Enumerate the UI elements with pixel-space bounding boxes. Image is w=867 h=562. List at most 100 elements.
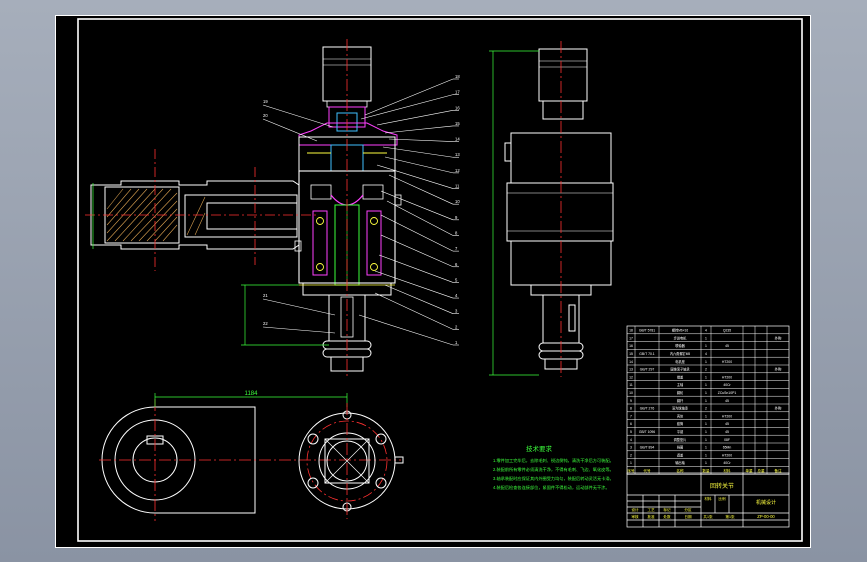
outer-frame	[55, 15, 811, 548]
part-callout: 12	[455, 168, 460, 173]
bom-header-cell: 代号	[643, 468, 651, 473]
inner-frame	[77, 18, 803, 542]
callout-leader	[360, 94, 454, 120]
bom-cell: 1	[705, 453, 707, 457]
bom-cell: 1	[705, 344, 707, 348]
bom-cell: HT200	[722, 360, 732, 364]
bom-cell: 6	[630, 422, 632, 426]
bom-cell: 圆锥滚子轴承	[670, 367, 690, 372]
bom-cell: 端盖	[677, 374, 684, 379]
callout-leader	[262, 104, 334, 128]
bom-cell: GB/T 276	[640, 407, 655, 411]
title-label-mark: 标记	[663, 507, 671, 512]
notes-line-4: 4.装配后检查各连接部位，紧固件不得松动，运动部件无干涉。	[493, 484, 610, 491]
bom-cell: 螺栓M6×16	[672, 328, 688, 333]
bom-cell: 1	[705, 414, 707, 418]
part-callout: 21	[263, 293, 268, 298]
bom-cell: 18	[629, 329, 633, 333]
part-callout: 11	[455, 184, 460, 189]
bom-cell: 1	[705, 430, 707, 434]
bom-cell: 3	[630, 446, 632, 450]
bom-header-cell: 数量	[702, 468, 710, 473]
bom-cell: 10	[629, 391, 633, 395]
bom-cell: 挡圈	[677, 445, 683, 450]
bottom-view	[298, 410, 404, 512]
bom-cell: 40Cr	[723, 383, 731, 387]
bom-cell: 13	[629, 368, 633, 372]
callout-leader	[384, 156, 454, 174]
part-callout: 2	[455, 324, 458, 329]
part-callout: 19	[263, 99, 268, 104]
bom-cell: 08F	[724, 438, 730, 442]
callout-leader	[378, 254, 454, 283]
bom-cell: 平键	[677, 429, 684, 434]
bom-cell: 主轴	[677, 382, 683, 387]
callout-leader	[262, 118, 318, 142]
bom-cell: ZCuSn10P1	[718, 391, 737, 395]
plan-dimension-value: 1184	[245, 391, 259, 397]
title-sheet-count: 共1张	[703, 514, 713, 519]
title-label-count: 处数	[663, 514, 671, 519]
bom-cell: 深沟球轴承	[672, 406, 689, 411]
callout-leader	[384, 284, 454, 314]
bom-cell: 4	[705, 329, 707, 333]
callout-leader	[380, 234, 454, 268]
callout-leader	[376, 109, 454, 126]
bom-cell: Q235	[723, 329, 731, 333]
bom-cell: 联轴器	[675, 343, 685, 348]
notes-title: 技术要求	[526, 444, 553, 453]
bom-cell: 17	[629, 336, 633, 340]
callout-leader	[376, 164, 454, 189]
bom-cell: 9	[630, 399, 632, 403]
bom-cell: 40Cr	[723, 461, 731, 465]
bom-cell: 电机座	[675, 359, 685, 364]
bom-cell: GB/T 297	[640, 368, 655, 372]
bom-cell: 2	[630, 453, 632, 457]
bom-frame	[626, 325, 790, 475]
callout-leader	[382, 146, 454, 158]
title-company: 机械设计	[756, 499, 776, 506]
part-callout: 7	[455, 246, 458, 251]
bom-cell: 外购	[775, 367, 782, 372]
bom-cell: 2	[705, 368, 707, 372]
bom-cell: GB/T 894	[640, 446, 655, 450]
bom-cell: 45	[725, 399, 729, 403]
notes-line-1: 1.零件加工完毕后，去除毛刺、锐边倒钝，清洗干净后方可装配。	[493, 457, 614, 464]
bom-cell: 12	[629, 375, 633, 379]
title-material-label: 材料	[704, 496, 712, 501]
part-callout: 15	[455, 121, 460, 126]
bom-cell: 1	[705, 375, 707, 379]
bom-header-cell: 序号	[627, 468, 635, 473]
title-label-date: 日期	[684, 514, 692, 519]
bom-cell: 1	[705, 438, 707, 442]
bom-header-cell: 名称	[676, 468, 684, 473]
callout-leader	[388, 174, 454, 205]
callout-leader	[380, 190, 454, 221]
bom-cell: 1	[705, 422, 707, 426]
title-label-approve: 批准	[647, 514, 655, 519]
bom-cell: 4	[630, 438, 632, 442]
part-callout: 20	[263, 113, 268, 118]
bom-cell: 调整垫片	[674, 437, 687, 442]
bom-cell: HT200	[722, 375, 732, 379]
bom-cell: 蜗轮	[677, 390, 684, 395]
notes-line-3: 3.轴承装配时应保证其内外圈受力均匀，装配后转动灵活无卡滞。	[493, 475, 614, 482]
bom-cell: HT200	[722, 414, 732, 418]
part-callout: 13	[455, 152, 460, 157]
title-drawing-name: 回转关节	[710, 482, 734, 490]
bom-cell: HT200	[722, 453, 732, 457]
part-callout: 6	[455, 262, 458, 267]
part-callout: 3	[455, 309, 458, 314]
bom-cell: 1	[705, 360, 707, 364]
callout-leader	[386, 200, 454, 236]
bom-cell: 16	[629, 344, 633, 348]
bom-cell: 1	[705, 399, 707, 403]
bom-cell: 外购	[775, 406, 782, 411]
technical-notes: 技术要求 1.零件加工完毕后，去除毛刺、锐边倒钝，清洗干净后方可装配。 2.装配…	[493, 444, 614, 491]
notes-line-2: 2.装配前所有零件必须清洗干净，不得有毛刺、飞边、氧化皮等。	[493, 466, 614, 473]
bom-cell: GB/T 5781	[639, 329, 655, 333]
bom-header-cell: 备注	[774, 468, 782, 473]
